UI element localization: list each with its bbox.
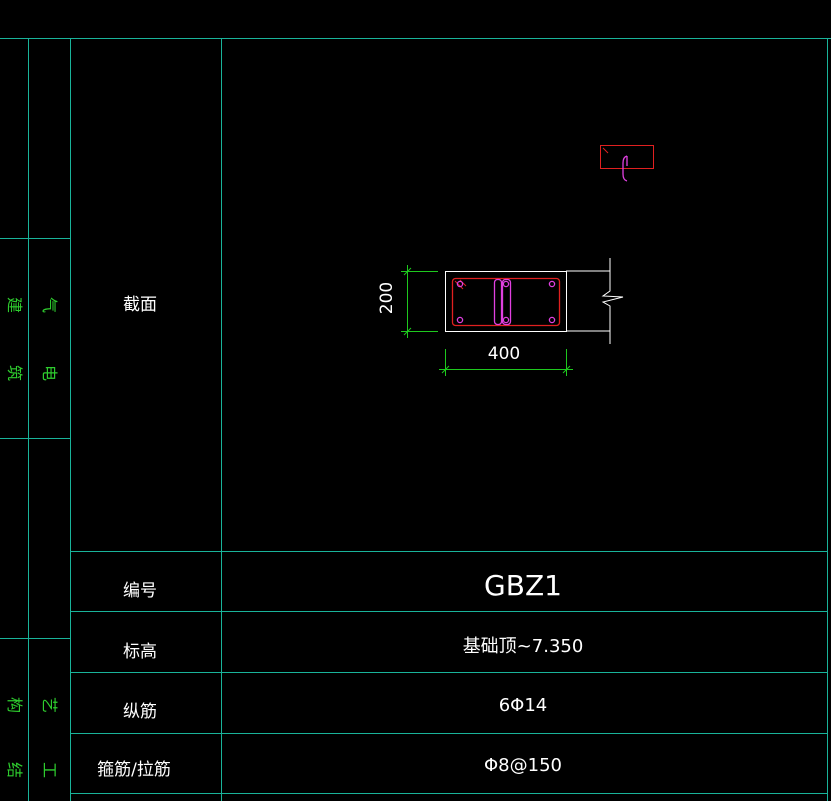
- side-char-zhu: 筑: [5, 365, 24, 381]
- value-code: GBZ1: [484, 569, 562, 602]
- side-char-yi: 艺: [40, 697, 59, 713]
- side-char-gou: 构: [5, 697, 24, 713]
- label-elevation: 标高: [123, 642, 157, 662]
- label-longitudinal-bars: 纵筋: [123, 702, 157, 722]
- row-values: GBZ1 基础顶~7.350 6Φ14 Φ8@150: [463, 569, 584, 776]
- section-drawing: [445, 258, 624, 344]
- dimension-height-label: 200: [377, 282, 397, 314]
- label-stirrups: 箍筋/拉筋: [97, 760, 171, 780]
- dimension-height: [401, 265, 438, 338]
- dimension-width-label: 400: [488, 344, 520, 364]
- value-longitudinal-bars: 6Φ14: [499, 695, 548, 716]
- value-elevation: 基础顶~7.350: [463, 636, 584, 657]
- table-grid: [0, 38, 831, 801]
- label-code: 编号: [123, 581, 157, 601]
- side-char-jie: 结: [5, 762, 24, 778]
- row-labels: 截面 编号 标高 纵筋 箍筋/拉筋: [97, 295, 171, 780]
- label-section: 截面: [123, 295, 157, 315]
- side-char-gong: 工: [40, 762, 59, 778]
- side-char-jian: 建: [5, 297, 24, 313]
- dimension-width: [439, 349, 573, 376]
- side-char-dian: 电: [40, 365, 59, 381]
- side-strip: 建 筑 电 气 结 构 工 艺: [5, 297, 59, 778]
- side-char-qi: 气: [40, 297, 59, 313]
- tie-detail-symbol: [600, 145, 654, 182]
- value-stirrups: Φ8@150: [484, 755, 562, 776]
